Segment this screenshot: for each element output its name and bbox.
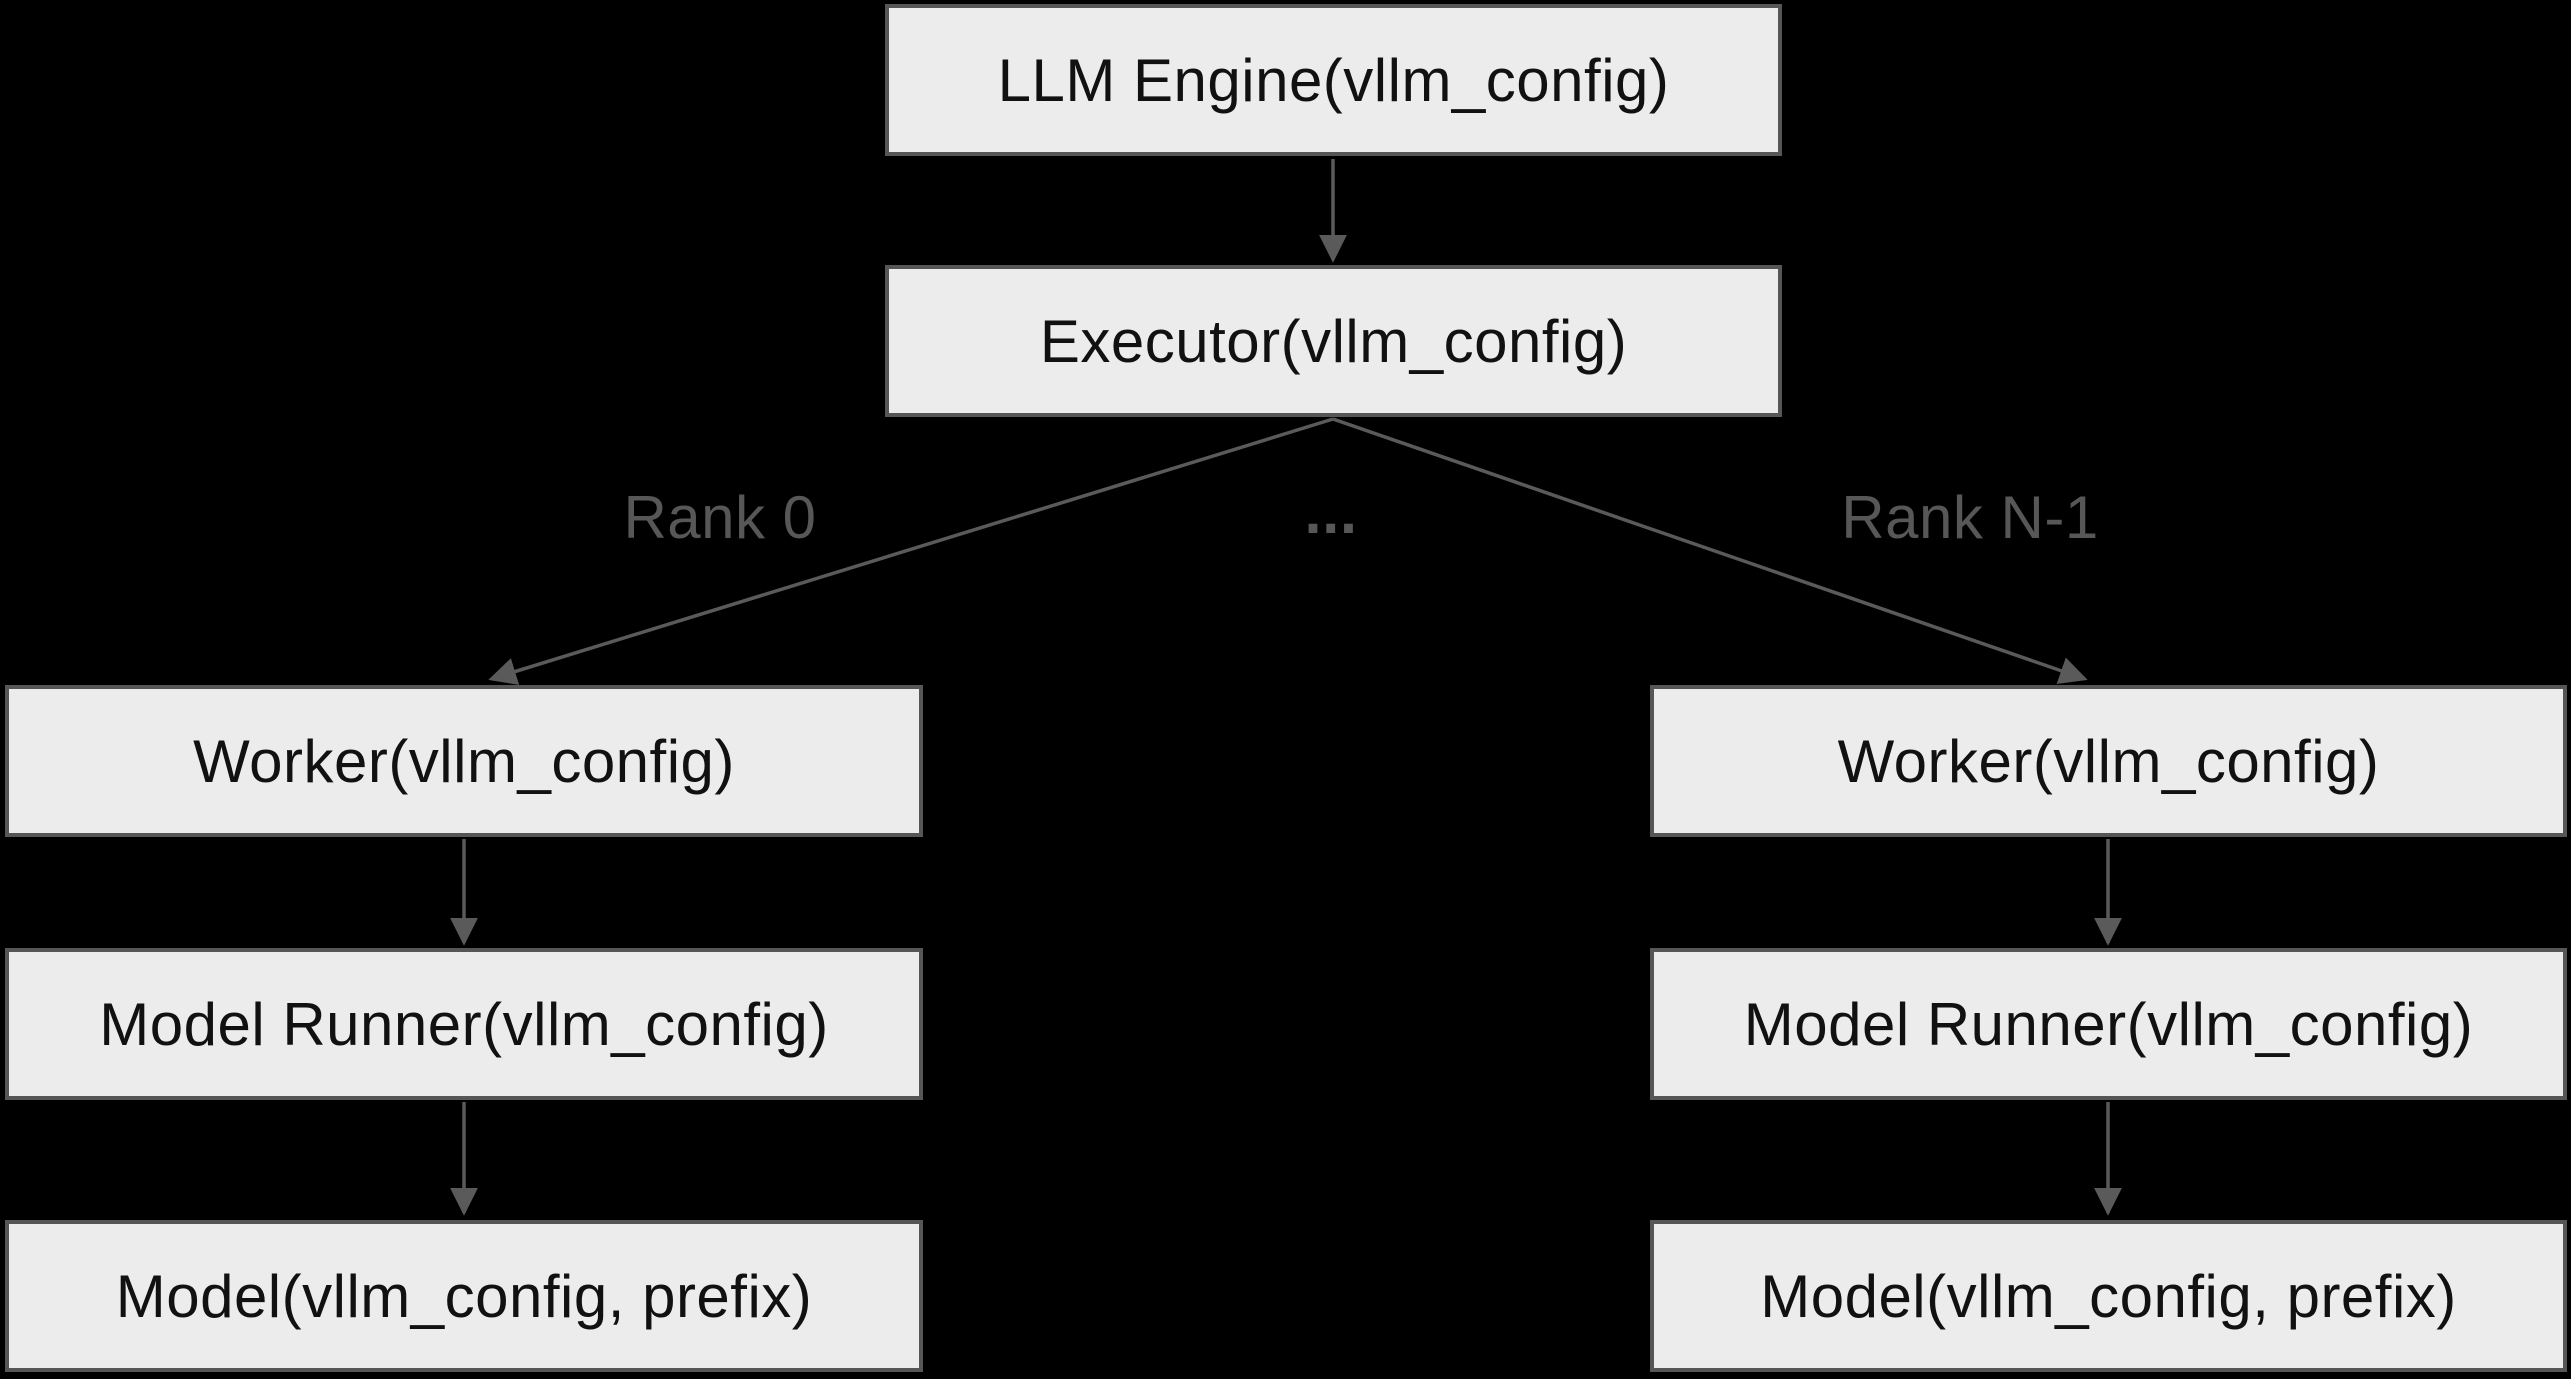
node-model-right: Model(vllm_config, prefix) xyxy=(1650,1220,2567,1372)
node-model-left: Model(vllm_config, prefix) xyxy=(5,1220,923,1372)
node-worker-right: Worker(vllm_config) xyxy=(1650,685,2567,837)
edge-label-rank-n-1: Rank N-1 xyxy=(1841,484,2099,551)
node-model-runner-right: Model Runner(vllm_config) xyxy=(1650,948,2567,1100)
edge-label-ellipsis: ... xyxy=(1304,478,1358,547)
node-worker-left: Worker(vllm_config) xyxy=(5,685,923,837)
node-llm-engine: LLM Engine(vllm_config) xyxy=(885,4,1782,156)
edge-label-rank-0: Rank 0 xyxy=(623,484,817,551)
node-model-runner-left: Model Runner(vllm_config) xyxy=(5,948,923,1100)
node-executor: Executor(vllm_config) xyxy=(885,265,1782,417)
